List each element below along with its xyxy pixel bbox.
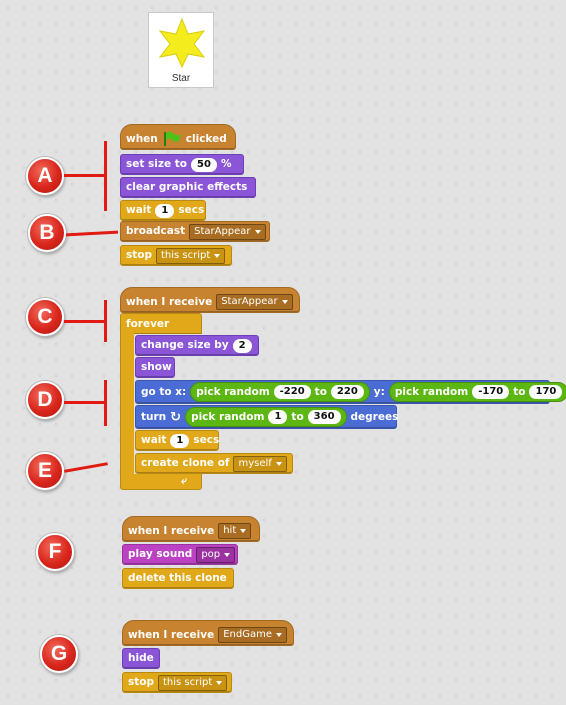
wait-block[interactable]: wait 1 secs xyxy=(120,200,206,221)
forever-label: forever xyxy=(126,317,170,330)
sound-dropdown[interactable]: pop xyxy=(196,546,236,563)
marker-e-connector xyxy=(64,462,108,473)
forever-arm xyxy=(120,332,134,478)
marker-g: G xyxy=(40,635,78,673)
goto-label: go to x: xyxy=(141,385,187,398)
y-max-input[interactable]: 170 xyxy=(529,385,563,399)
marker-d: D xyxy=(26,381,64,419)
when-i-receive-block[interactable]: when I receive hit xyxy=(122,516,260,542)
pick-random-y-block[interactable]: pick random -170 to 170 xyxy=(388,382,566,402)
pick-random-label: pick random xyxy=(394,386,469,398)
wait-block[interactable]: wait 1 secs xyxy=(135,430,219,451)
marker-e: E xyxy=(26,452,64,490)
broadcast-dropdown[interactable]: StarAppear xyxy=(189,223,266,240)
set-size-unit: % xyxy=(220,158,232,170)
y-label: y: xyxy=(373,385,385,398)
marker-b-connector xyxy=(65,230,119,237)
pick-random-x-block[interactable]: pick random -220 to 220 xyxy=(190,382,370,402)
receive-dropdown[interactable]: EndGame xyxy=(218,627,287,643)
receive-dropdown[interactable]: hit xyxy=(218,523,252,539)
x-max-input[interactable]: 220 xyxy=(330,385,364,399)
hat-when-label: when xyxy=(126,133,158,145)
go-to-xy-block[interactable]: go to x: pick random -220 to 220 y: pick… xyxy=(135,380,566,404)
create-clone-block[interactable]: create clone of myself xyxy=(135,453,293,474)
marker-a-bracket xyxy=(104,141,107,211)
wait-input[interactable]: 1 xyxy=(170,433,190,448)
sprite-thumbnail[interactable]: Star xyxy=(148,12,214,88)
turn-block[interactable]: turn ↻ pick random 1 to 360 degrees xyxy=(135,405,399,429)
marker-d-connector xyxy=(64,401,104,404)
degrees-label: degrees xyxy=(350,410,399,423)
wait-label: wait xyxy=(141,434,167,446)
wait-input[interactable]: 1 xyxy=(155,203,175,218)
y-min-input[interactable]: -170 xyxy=(472,385,510,399)
stop-label: stop xyxy=(126,249,152,261)
set-size-label: set size to xyxy=(126,158,188,170)
x-min-input[interactable]: -220 xyxy=(273,385,311,399)
hat-clicked-label: clicked xyxy=(185,133,227,145)
wait-unit: secs xyxy=(193,434,220,446)
green-flag-icon xyxy=(163,131,181,146)
clone-dropdown[interactable]: myself xyxy=(233,455,287,472)
broadcast-label: broadcast xyxy=(126,225,186,237)
show-block[interactable]: show xyxy=(135,357,175,378)
marker-a: A xyxy=(26,157,64,195)
set-size-input[interactable]: 50 xyxy=(191,157,217,172)
change-size-block[interactable]: change size by 2 xyxy=(135,335,259,356)
stop-label: stop xyxy=(128,676,154,688)
forever-footer: ⤶ xyxy=(120,474,202,490)
when-i-receive-block[interactable]: when I receive EndGame xyxy=(122,620,294,646)
to-label: to xyxy=(314,386,327,398)
hat-label: when I receive xyxy=(126,296,213,308)
clone-label: create clone of xyxy=(141,457,230,469)
clear-effects-label: clear graphic effects xyxy=(126,181,248,193)
delete-clone-label: delete this clone xyxy=(128,572,227,584)
turn-label: turn xyxy=(141,410,167,423)
stop-dropdown[interactable]: this script xyxy=(158,674,228,691)
stop-block[interactable]: stop this script xyxy=(122,672,232,693)
marker-c-bracket xyxy=(104,300,107,342)
pick-random-turn-block[interactable]: pick random 1 to 360 xyxy=(185,407,347,427)
clear-graphic-effects-block[interactable]: clear graphic effects xyxy=(120,177,256,198)
change-size-input[interactable]: 2 xyxy=(232,338,252,353)
star-icon xyxy=(158,17,206,69)
change-size-label: change size by xyxy=(141,339,229,351)
play-sound-block[interactable]: play sound pop xyxy=(122,544,238,565)
wait-label: wait xyxy=(126,204,152,216)
show-label: show xyxy=(141,361,172,373)
marker-c-connector xyxy=(64,320,104,323)
stop-block[interactable]: stop this script xyxy=(120,245,232,266)
receive-dropdown[interactable]: StarAppear xyxy=(216,294,293,310)
pick-random-label: pick random xyxy=(191,411,265,423)
wait-unit: secs xyxy=(178,204,205,216)
loop-arrow-icon: ⤶ xyxy=(181,474,188,487)
marker-d-bracket xyxy=(104,380,107,426)
pick-random-label: pick random xyxy=(196,386,270,398)
forever-block[interactable]: forever xyxy=(120,313,202,334)
to-label: to xyxy=(513,386,526,398)
hide-label: hide xyxy=(128,652,154,664)
set-size-block[interactable]: set size to 50 % xyxy=(120,154,244,175)
marker-b: B xyxy=(28,214,66,252)
turn-min-input[interactable]: 1 xyxy=(268,410,288,424)
broadcast-block[interactable]: broadcast StarAppear xyxy=(120,221,270,242)
marker-f: F xyxy=(36,533,74,571)
play-sound-label: play sound xyxy=(128,548,193,560)
sprite-name: Star xyxy=(171,73,191,84)
hide-block[interactable]: hide xyxy=(122,648,160,669)
to-label: to xyxy=(291,411,304,423)
hat-label: when I receive xyxy=(128,629,215,641)
when-flag-clicked-block[interactable]: when clicked xyxy=(120,124,236,150)
marker-c: C xyxy=(26,298,64,336)
hat-label: when I receive xyxy=(128,525,215,537)
stop-dropdown[interactable]: this script xyxy=(156,247,226,264)
delete-clone-block[interactable]: delete this clone xyxy=(122,568,234,589)
turn-max-input[interactable]: 360 xyxy=(307,410,341,424)
when-i-receive-block[interactable]: when I receive StarAppear xyxy=(120,287,300,313)
rotate-right-icon: ↻ xyxy=(170,409,182,425)
marker-a-connector xyxy=(64,174,104,177)
